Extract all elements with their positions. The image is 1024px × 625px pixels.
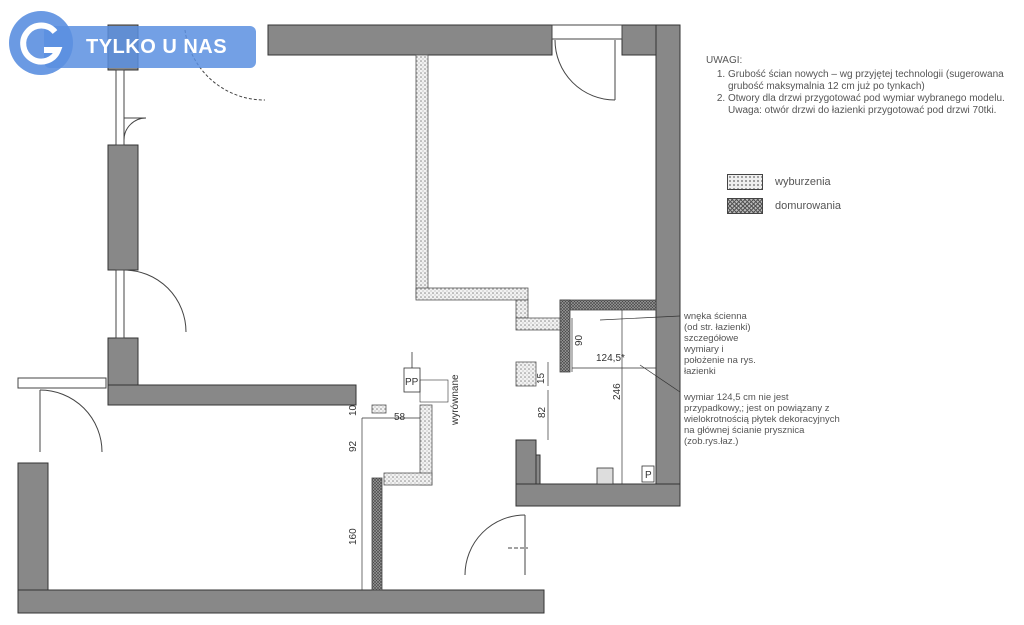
fixtures [403, 352, 655, 485]
existing-walls [17, 24, 681, 614]
demolition-swatch [727, 174, 763, 190]
dim-124-5: 124,5* [596, 353, 625, 364]
notes-list: Grubość ścian nowych – wg przyjętej tech… [706, 69, 1012, 117]
notes-block: UWAGI: Grubość ścian nowych – wg przyjęt… [706, 55, 1012, 117]
new-walls [371, 299, 657, 591]
dimension-lines [361, 310, 681, 590]
legend-new-walls: domurowania [727, 198, 841, 214]
demolition-walls [371, 54, 565, 486]
dim-58: 58 [394, 412, 406, 423]
leveled-label: wyrównane [450, 374, 461, 426]
niche-callout: wnęka ścienna (od str. łazienki) szczegó… [684, 311, 756, 377]
legend-demolition-label: wyburzenia [775, 176, 831, 188]
legend-new-walls-label: domurowania [775, 200, 842, 212]
dim-10: 10 [348, 404, 359, 416]
dim-82: 82 [537, 406, 548, 418]
doors-windows [17, 24, 623, 576]
logo-icon [9, 11, 256, 75]
dimension-callout: wymiar 124,5 cm nie jest przypadkowy,; j… [684, 392, 840, 447]
p-label: P [645, 470, 652, 481]
new-walls-swatch [727, 198, 763, 214]
logo-text: TYLKO U NAS [86, 36, 228, 58]
note-item-2: Otwory dla drzwi przygotować pod wymiar … [728, 93, 1012, 117]
dim-90: 90 [574, 334, 585, 346]
note-item-1: Grubość ścian nowych – wg przyjętej tech… [728, 69, 1012, 93]
dim-92: 92 [348, 440, 359, 452]
notes-heading: UWAGI: [706, 55, 743, 66]
dim-160: 160 [348, 528, 359, 545]
plan-labels: PP P wyrównane 90 124,5* 15 82 246 10 58… [348, 334, 652, 545]
logo: TYLKO U NAS [8, 10, 258, 76]
dim-246: 246 [612, 383, 623, 400]
dim-15: 15 [536, 372, 547, 384]
legend-demolition: wyburzenia [727, 174, 831, 190]
pp-label: PP [405, 377, 419, 388]
